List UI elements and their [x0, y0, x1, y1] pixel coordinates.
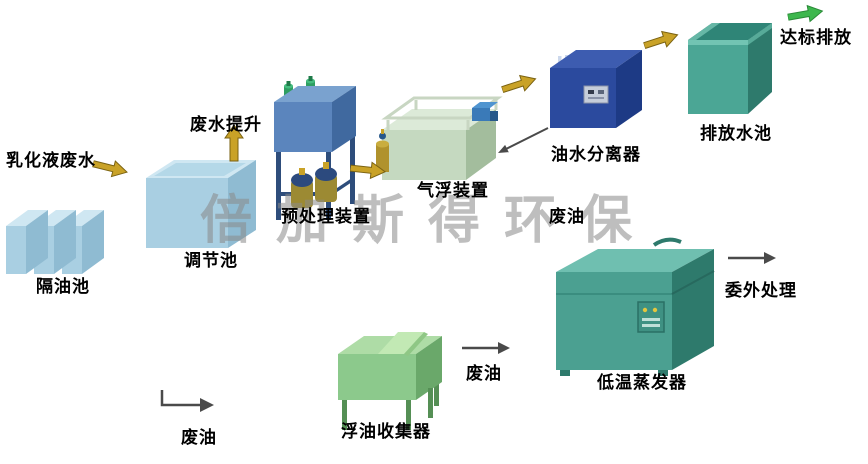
label-waste-oil-collector: 废油 [466, 364, 502, 384]
label-waste-oil-bottom: 废油 [181, 428, 217, 448]
label-oil-water-separator: 油水分离器 [551, 145, 641, 165]
label-wastewater-lift: 废水提升 [190, 115, 262, 135]
label-pretreatment-unit: 预处理装置 [281, 207, 371, 227]
label-compliant-discharge: 达标排放 [780, 28, 852, 48]
label-outsourced-treatment: 委外处理 [725, 281, 797, 301]
label-regulation-tank: 调节池 [184, 251, 238, 271]
oil-separation-tank-graphic [4, 188, 116, 284]
discharge-pool-graphic [684, 10, 776, 126]
floating-oil-collector-graphic [330, 326, 458, 438]
label-floating-oil-collector: 浮油收集器 [341, 422, 431, 442]
label-low-temp-evaporator: 低温蒸发器 [597, 373, 687, 393]
regulation-tank-graphic [142, 158, 260, 254]
flow-arrow-separator-to-pool [641, 25, 683, 59]
flow-arrow-lift-up [224, 124, 244, 166]
waste-oil-arrow-collector [460, 340, 512, 360]
label-oil-separation-tank: 隔油池 [36, 277, 90, 297]
label-air-flotation-unit: 气浮装置 [417, 181, 489, 201]
waste-oil-line-separator [490, 126, 552, 164]
flow-arrow-pretreatment-to-flotation [349, 158, 387, 186]
low-temp-evaporator-graphic [550, 232, 722, 388]
outsourced-arrow [726, 250, 778, 270]
label-emulsion-wastewater: 乳化液废水 [6, 151, 96, 171]
flow-arrow-flotation-to-separator [499, 69, 541, 103]
discharge-arrow [786, 1, 826, 31]
oil-water-separator-graphic [546, 42, 646, 144]
air-flotation-unit-graphic [376, 84, 508, 206]
flow-arrow-inlet [90, 154, 131, 186]
waste-oil-arrow-bottomleft [156, 390, 220, 420]
pretreatment-unit-graphic [266, 76, 366, 234]
label-discharge-pool: 排放水池 [700, 124, 772, 144]
label-waste-oil-separator: 废油 [549, 207, 585, 227]
